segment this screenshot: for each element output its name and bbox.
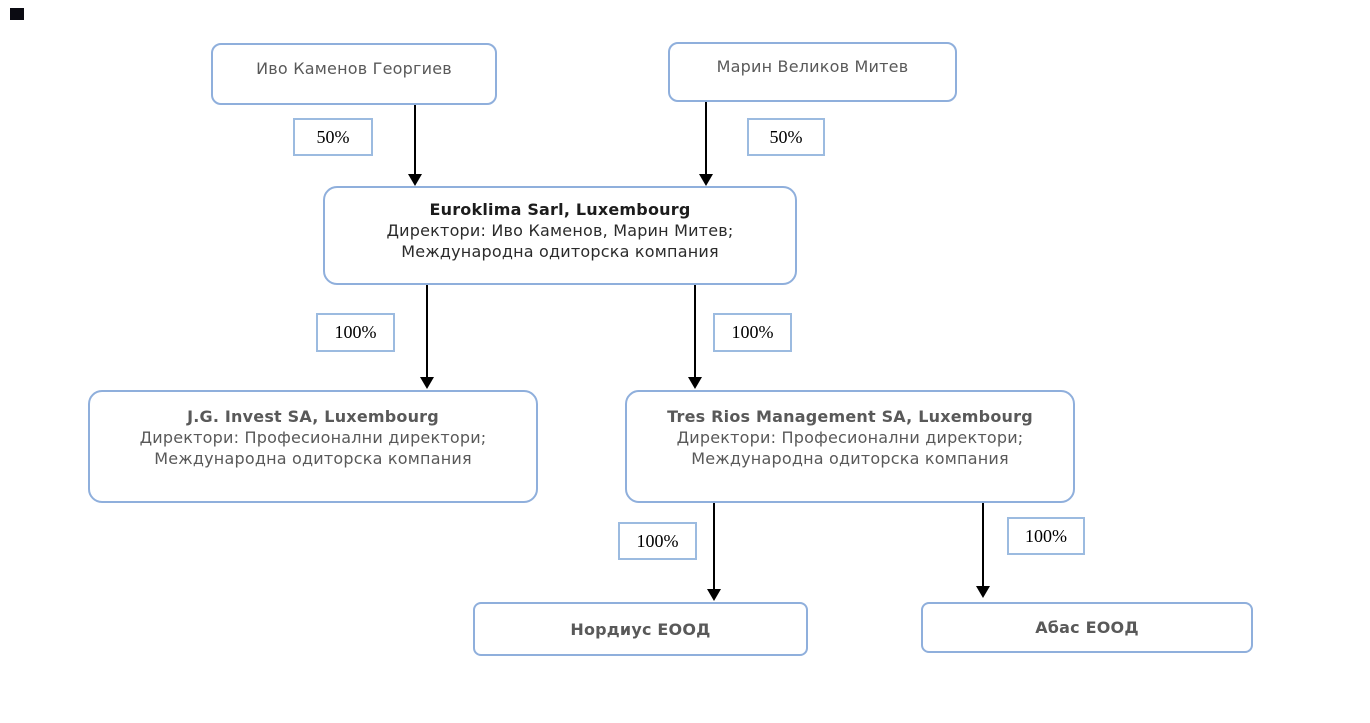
percent-text: 50% [769, 126, 803, 147]
arrow-head-icon [976, 586, 990, 598]
arrow-shaft [713, 503, 715, 589]
node-jg-invest: J.G. Invest SA, Luxembourg Директори: Пр… [88, 390, 538, 503]
node-label: Абас ЕООД [1035, 618, 1139, 637]
node-person-marin-mitev: Марин Великов Митев [668, 42, 957, 102]
edge-label-100-nordius: 100% [618, 522, 697, 560]
node-line-directors: Директори: Иво Каменов, Марин Митев; [386, 221, 734, 240]
arrow-shaft [414, 105, 416, 174]
arrow-shaft [694, 285, 696, 377]
arrow-shaft [426, 285, 428, 377]
node-line-audit: Международна одиторска компания [691, 449, 1009, 468]
node-label: Марин Великов Митев [716, 56, 909, 76]
node-line-directors: Директори: Професионални директори; [139, 428, 487, 447]
percent-text: 100% [334, 322, 377, 342]
node-title: Tres Rios Management SA, Luxembourg [667, 407, 1033, 426]
node-person-ivo-kamenov: Иво Каменов Георгиев [211, 43, 497, 105]
percent-text: 100% [636, 530, 679, 551]
arrow-head-icon [699, 174, 713, 186]
node-label: Нордиус ЕООД [570, 619, 711, 639]
edge-label-100-tresrios: 100% [713, 313, 792, 352]
node-abas: Абас ЕООД [921, 602, 1253, 653]
percent-text: 100% [1025, 525, 1067, 546]
percent-text: 100% [731, 322, 774, 342]
node-title: J.G. Invest SA, Luxembourg [187, 407, 439, 426]
arrow-head-icon [688, 377, 702, 389]
corner-mark [10, 8, 24, 20]
percent-text: 50% [316, 126, 350, 147]
node-line-audit: Международна одиторска компания [401, 242, 719, 261]
edge-label-100-jginvest: 100% [316, 313, 395, 352]
node-line-audit: Международна одиторска компания [154, 449, 472, 468]
edge-label-50-left: 50% [293, 118, 373, 156]
node-label: Иво Каменов Георгиев [256, 58, 452, 78]
arrow-shaft [705, 102, 707, 174]
node-tres-rios: Tres Rios Management SA, Luxembourg Дире… [625, 390, 1075, 503]
edge-label-100-abas: 100% [1007, 517, 1085, 555]
node-nordius: Нордиус ЕООД [473, 602, 808, 656]
arrow-head-icon [420, 377, 434, 389]
arrow-head-icon [408, 174, 422, 186]
edge-label-50-right: 50% [747, 118, 825, 156]
node-line-directors: Директори: Професионални директори; [676, 428, 1024, 447]
node-euroklima: Euroklima Sarl, Luxembourg Директори: Ив… [323, 186, 797, 285]
node-title: Euroklima Sarl, Luxembourg [429, 200, 691, 219]
arrow-head-icon [707, 589, 721, 601]
arrow-shaft [982, 503, 984, 586]
